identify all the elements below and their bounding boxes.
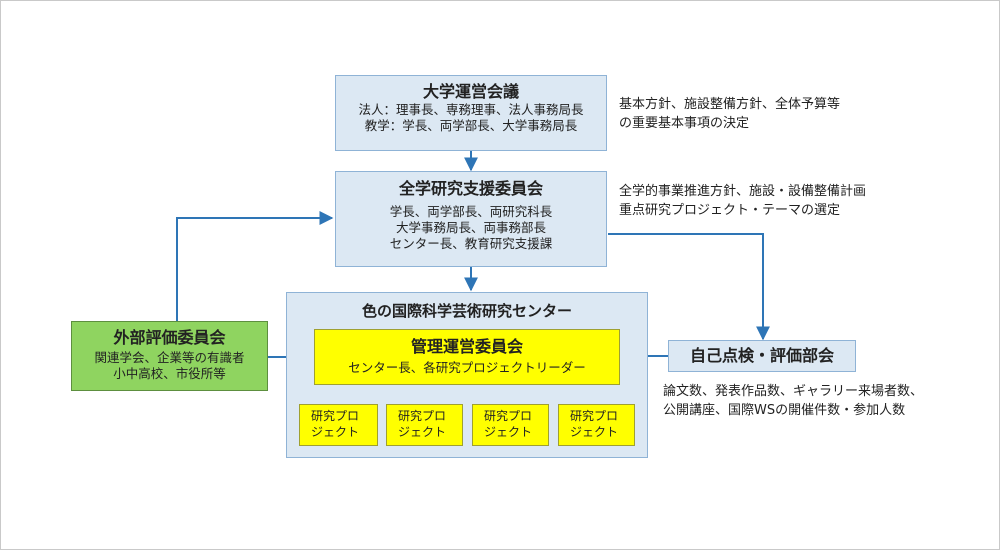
research-support-committee-line-1: 学長、両学部長、両研究科長: [389, 204, 553, 219]
research-project-3: 研究プロ ジェクト: [472, 404, 549, 446]
university-council-box: 大学運営会議 法人：理事長、専務理事、法人事務局長 教学：学長、両学部長、大学事…: [335, 75, 607, 151]
university-council-line-2: 教学：学長、両学部長、大学事務局長: [364, 118, 578, 133]
research-support-committee-box: 全学研究支援委員会 学長、両学部長、両研究科長 大学事務局長、両事務部長 センタ…: [335, 171, 607, 267]
research-support-note: 全学的事業推進方針、施設・設備整備計画 重点研究プロジェクト・テーマの選定: [619, 182, 866, 220]
research-project-2-line-1: 研究プロ: [398, 409, 447, 423]
external-evaluation-committee-box: 外部評価委員会 関連学会、企業等の有識者 小中高校、市役所等: [71, 321, 268, 391]
external-evaluation-committee-line-1: 関連学会、企業等の有識者: [94, 350, 245, 365]
university-council-note-line-1: 基本方針、施設整備方針、全体予算等: [619, 97, 841, 112]
management-committee-box: 管理運営委員会 センター長、各研究プロジェクトリーダー: [314, 329, 620, 385]
university-council-title: 大学運営会議: [422, 82, 519, 101]
university-council-note-line-2: の重要基本事項の決定: [619, 116, 750, 131]
self-evaluation-note-line-2: 公開講座、国際WSの開催件数・参加人数: [663, 403, 906, 418]
arrow-support-to-selfeval: [608, 233, 770, 341]
self-evaluation-title: 自己点検・評価部会: [689, 346, 834, 365]
university-council-note: 基本方針、施設整備方針、全体予算等 の重要基本事項の決定: [619, 95, 840, 133]
external-evaluation-committee-line-2: 小中高校、市役所等: [113, 366, 226, 381]
research-support-committee-line-3: センター長、教育研究支援課: [389, 236, 553, 251]
research-project-1-line-2: ジェクト: [311, 425, 360, 439]
research-project-4-line-1: 研究プロ: [570, 409, 619, 423]
research-project-4: 研究プロ ジェクト: [558, 404, 635, 446]
research-support-committee-line-2: 大学事務局長、両事務部長: [395, 220, 546, 235]
university-council-line-1: 法人：理事長、専務理事、法人事務局長: [358, 102, 584, 117]
research-project-3-line-2: ジェクト: [484, 425, 533, 439]
research-project-2-line-2: ジェクト: [398, 425, 447, 439]
research-support-note-line-1: 全学的事業推進方針、施設・設備整備計画: [619, 184, 867, 199]
research-project-4-line-2: ジェクト: [570, 425, 619, 439]
self-evaluation-note-line-1: 論文数、発表作品数、ギャラリー来場者数、: [663, 384, 924, 399]
arrow-external-to-support: [176, 211, 334, 321]
management-committee-line-1: センター長、各研究プロジェクトリーダー: [348, 360, 586, 375]
research-project-1: 研究プロ ジェクト: [299, 404, 378, 446]
research-support-committee-title: 全学研究支援委員会: [398, 179, 543, 198]
research-center-title: 色の国際科学芸術研究センター: [361, 302, 572, 320]
research-project-1-line-1: 研究プロ: [311, 409, 360, 423]
research-project-2: 研究プロ ジェクト: [386, 404, 463, 446]
research-support-note-line-2: 重点研究プロジェクト・テーマの選定: [619, 203, 841, 218]
management-committee-title: 管理運営委員会: [410, 337, 523, 356]
research-project-3-line-1: 研究プロ: [484, 409, 533, 423]
external-evaluation-committee-title: 外部評価委員会: [113, 328, 226, 347]
self-evaluation-note: 論文数、発表作品数、ギャラリー来場者数、 公開講座、国際WSの開催件数・参加人数: [663, 382, 923, 420]
self-evaluation-box: 自己点検・評価部会: [668, 340, 856, 372]
